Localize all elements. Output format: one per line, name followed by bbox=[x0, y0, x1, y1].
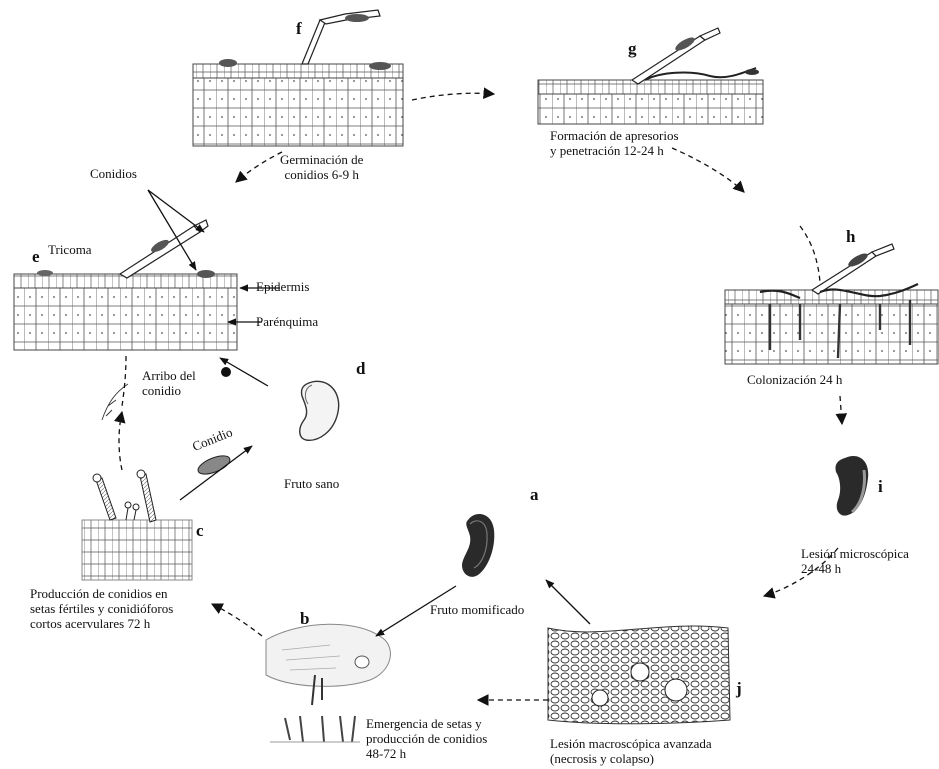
label-tricoma: Tricoma bbox=[48, 242, 92, 257]
label-parenquima: Parénquima bbox=[256, 314, 319, 329]
label-emergencia-line2: producción de conidios bbox=[366, 731, 488, 746]
tissue-panel-f bbox=[192, 9, 404, 147]
fruit-i-lesion bbox=[835, 456, 869, 516]
cycle-arrows bbox=[114, 87, 848, 706]
letter-h: h bbox=[846, 227, 856, 246]
solid-arrows bbox=[147, 189, 591, 637]
label-germinacion-line2: conidios 6-9 h bbox=[284, 167, 359, 182]
label-lesion-macro-line1: Lesión macroscópica avanzada bbox=[550, 736, 712, 751]
fruit-surface-panel-b bbox=[265, 623, 391, 743]
label-produccion-line2: setas fértiles y conidióforos bbox=[30, 601, 174, 616]
label-germinacion-line1: Germinación de bbox=[280, 152, 364, 167]
tissue-panel-e bbox=[13, 219, 238, 351]
letter-b: b bbox=[300, 609, 310, 628]
label-formacion-line2: y penetración 12-24 h bbox=[550, 143, 664, 158]
label-emergencia-line3: 48-72 h bbox=[366, 746, 407, 761]
letter-g: g bbox=[628, 39, 637, 58]
tissue-panel-h bbox=[724, 243, 939, 365]
label-lesion-macroscopica: Lesión macroscópica avanzada (necrosis y… bbox=[550, 736, 712, 766]
label-arribo: Arribo del conidio bbox=[142, 368, 196, 398]
arriving-conidium-dot bbox=[221, 367, 231, 377]
necrotic-tissue-panel-j bbox=[547, 625, 731, 725]
label-produccion-line1: Producción de conidios en bbox=[30, 586, 168, 601]
label-produccion-line3: cortos acervulares 72 h bbox=[30, 616, 151, 631]
label-formacion: Formación de apresorios y penetración 12… bbox=[550, 128, 679, 158]
label-lesion-micro-line1: Lesión microscópica bbox=[801, 546, 909, 561]
letter-c: c bbox=[196, 521, 204, 540]
label-fruto-momificado: Fruto momificado bbox=[430, 602, 525, 617]
label-germinacion: Germinación de conidios 6-9 h bbox=[280, 152, 363, 182]
label-lesion-micro-line2: 24-48 h bbox=[801, 561, 842, 576]
label-lesion-microscopica: Lesión microscópica 24-48 h bbox=[801, 546, 909, 576]
tissue-panel-g bbox=[537, 27, 764, 125]
letter-e: e bbox=[32, 247, 40, 266]
label-fruto-sano: Fruto sano bbox=[284, 476, 340, 491]
letter-f: f bbox=[296, 19, 302, 38]
fruit-d-healthy bbox=[299, 380, 340, 441]
splash-marks bbox=[101, 383, 129, 421]
letter-i: i bbox=[878, 477, 883, 496]
label-colonizacion: Colonización 24 h bbox=[747, 372, 843, 387]
fruit-a-mummified bbox=[462, 514, 495, 577]
label-arribo-line1: Arribo del bbox=[142, 368, 196, 383]
label-emergencia: Emergencia de setas y producción de coni… bbox=[366, 716, 487, 761]
setae-panel-c bbox=[81, 469, 193, 581]
label-lesion-macro-line2: (necrosis y colapso) bbox=[550, 751, 654, 766]
label-formacion-line1: Formación de apresorios bbox=[550, 128, 679, 143]
label-conidios: Conidios bbox=[90, 166, 137, 181]
label-arribo-line2: conidio bbox=[142, 383, 181, 398]
letter-a: a bbox=[530, 485, 539, 504]
label-produccion: Producción de conidios en setas fértiles… bbox=[30, 586, 173, 631]
conidium-spore bbox=[197, 455, 231, 475]
letter-d: d bbox=[356, 359, 366, 378]
letter-j: j bbox=[736, 679, 742, 698]
label-epidermis: Epidermis bbox=[256, 279, 310, 294]
label-emergencia-line1: Emergencia de setas y bbox=[366, 716, 482, 731]
